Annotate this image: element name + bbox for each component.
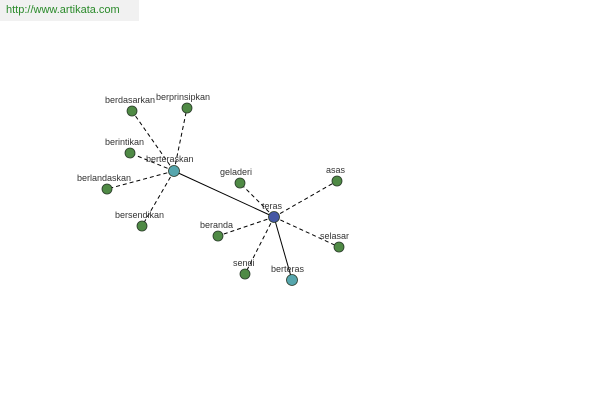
edge-teras-asas [273,180,338,218]
node-asas[interactable] [331,175,343,187]
node-beranda[interactable] [212,230,224,242]
node-label-berintikan[interactable]: berintikan [105,137,144,147]
node-label-asas[interactable]: asas [326,165,346,175]
node-label-teras[interactable]: teras [262,201,283,211]
node-label-bersendikan[interactable]: bersendikan [115,210,164,220]
node-sendi[interactable] [239,268,251,280]
node-label-berteras[interactable]: berteras [271,264,305,274]
node-selasar[interactable] [333,241,345,253]
edge-berteraskan-berintikan [129,152,175,172]
edge-teras-geladeri [239,182,275,218]
edge-teras-selasar [273,216,340,248]
node-label-berlandaskan[interactable]: berlandaskan [77,173,131,183]
node-berteras[interactable] [286,274,298,286]
node-berintikan[interactable] [124,147,136,159]
node-teras[interactable] [268,211,280,223]
node-berprinsipkan[interactable] [181,102,193,114]
node-label-berteraskan[interactable]: berteraskan [146,154,194,164]
node-label-selasar[interactable]: selasar [320,231,349,241]
edge-berteraskan-bersendikan [141,170,175,227]
source-url-text: http://www.artikata.com [0,0,139,21]
node-berteraskan[interactable] [168,165,180,177]
edge-berteraskan-berdasarkan [131,110,175,172]
node-geladeri[interactable] [234,177,246,189]
node-label-sendi[interactable]: sendi [233,258,255,268]
edge-teras-sendi [244,216,275,275]
graph-nodes [101,102,345,286]
graph-edges [106,107,340,281]
node-label-berdasarkan[interactable]: berdasarkan [105,95,155,105]
edge-berteraskan-teras [173,170,275,218]
node-label-berprinsipkan[interactable]: berprinsipkan [156,92,210,102]
edge-teras-beranda [217,216,275,237]
edge-berteraskan-berprinsipkan [173,107,188,172]
node-berlandaskan[interactable] [101,183,113,195]
edge-teras-berteras [273,216,293,281]
node-label-beranda[interactable]: beranda [200,220,233,230]
node-berdasarkan[interactable] [126,105,138,117]
node-bersendikan[interactable] [136,220,148,232]
edge-berteraskan-berlandaskan [106,170,175,190]
node-label-geladeri[interactable]: geladeri [220,167,252,177]
